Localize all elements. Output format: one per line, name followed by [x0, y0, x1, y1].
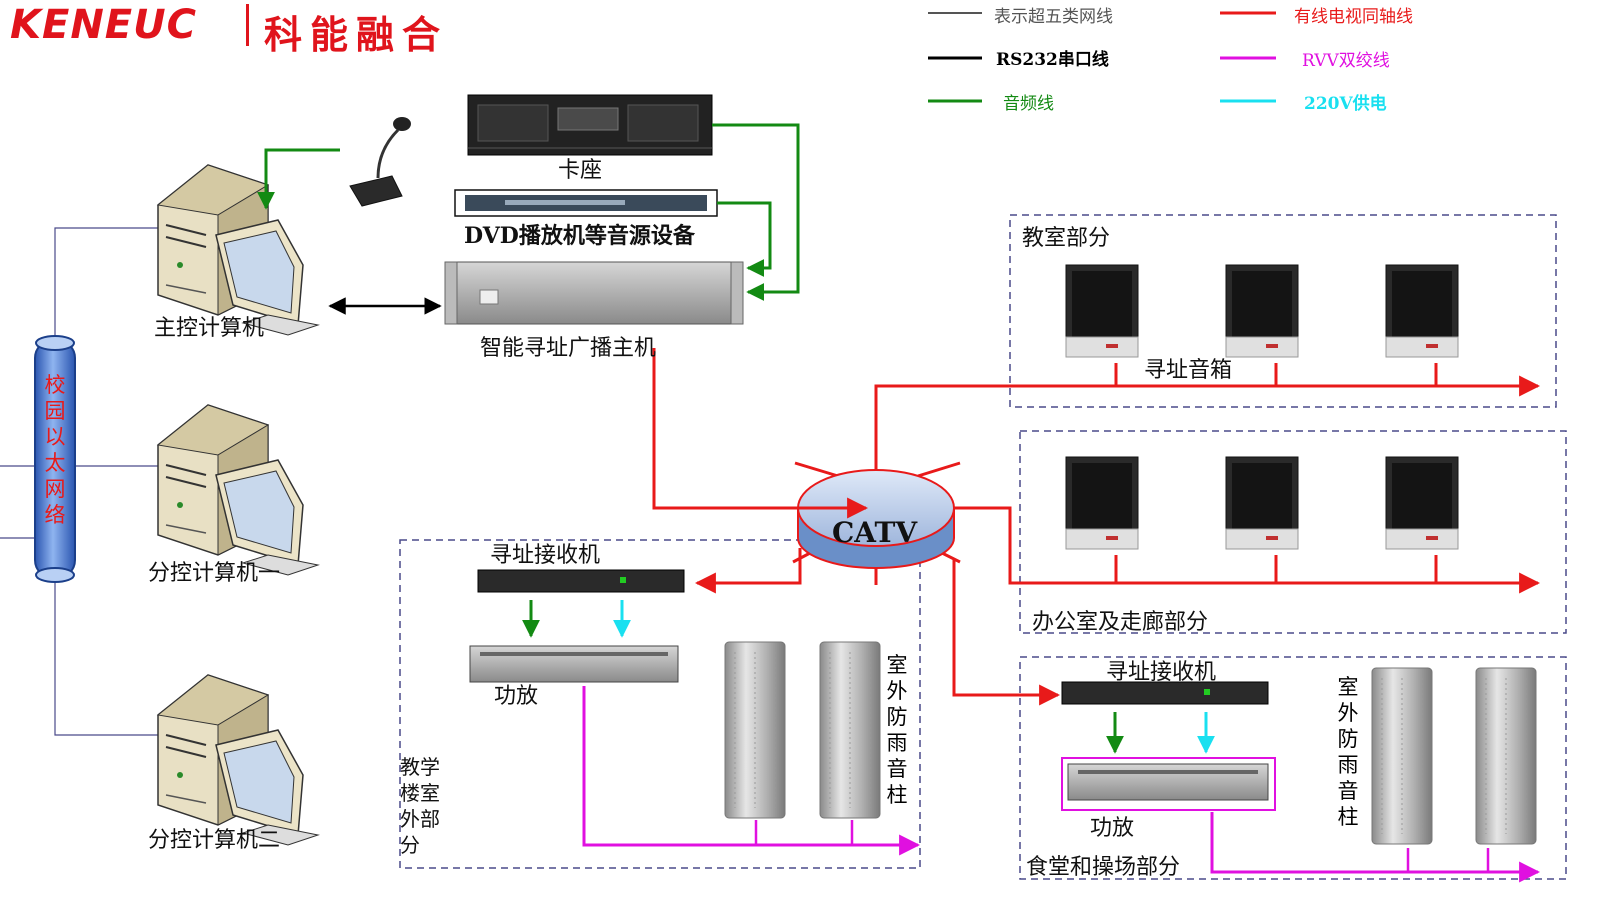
- amplifier-2-icon: [1061, 757, 1276, 811]
- cassette-deck-icon: [467, 94, 713, 156]
- catv-hub-icon: [792, 440, 961, 585]
- legend-label-rvv: RVV双绞线: [1302, 51, 1390, 71]
- cassette-deck-label: 卡座: [558, 158, 603, 183]
- mic-audio-line: [257, 148, 340, 210]
- receiver-1-icon: [477, 569, 685, 593]
- deck-audio-line: [712, 123, 800, 301]
- catv-label: CATV: [832, 516, 918, 549]
- brand-logo-cn: 科能融合: [264, 13, 449, 57]
- ethernet-tube: [34, 335, 76, 583]
- canteen-zone-label: 食堂和操场部分: [1026, 855, 1181, 880]
- address-speaker-label: 寻址音箱: [1144, 358, 1233, 383]
- outdoor-pillar-speaker-icon: [1371, 667, 1433, 845]
- receiver-1-label: 寻址接收机: [490, 543, 601, 568]
- receiver-2-label: 寻址接收机: [1106, 660, 1217, 685]
- outdoor-pillar-2-label: 室外防雨音柱: [1337, 675, 1359, 829]
- amplifier-1-icon: [469, 645, 679, 683]
- address-speaker-icon: [1385, 264, 1459, 358]
- outdoor-pillar-speaker-icon: [819, 641, 881, 819]
- brand-logo-en: KENEUC: [10, 2, 197, 48]
- classroom-zone-label: 教室部分: [1022, 226, 1111, 251]
- coax-lines: [652, 348, 1541, 706]
- address-speaker-icon: [1225, 264, 1299, 358]
- receiver-2-icon: [1061, 681, 1269, 705]
- dvd-label: DVD播放机等音源设备: [464, 223, 695, 249]
- legend-label-audio: 音频线: [1003, 94, 1054, 114]
- sub-computer-2-icon: [157, 674, 319, 846]
- ethernet-label: 校园以太网络: [44, 373, 66, 527]
- teaching-zone-label: 教学楼室外部分: [400, 755, 440, 857]
- broadcast-host-icon: [444, 261, 744, 325]
- amp-2-rvv-line: [1210, 812, 1541, 883]
- office-zone-label: 办公室及走廊部分: [1032, 610, 1209, 635]
- brand-logo-divider: [246, 4, 249, 46]
- address-speaker-icon: [1225, 456, 1299, 550]
- zone-teaching-outdoor: [399, 539, 921, 869]
- dvd-audio-line: [717, 201, 772, 277]
- legend-label-serial: RS232串口线: [996, 50, 1109, 70]
- sub-computer-2-label: 分控计算机二: [148, 828, 281, 853]
- address-speaker-icon: [1385, 456, 1459, 550]
- amplifier-1-label: 功放: [494, 684, 539, 709]
- sub-computer-1-label: 分控计算机一: [148, 561, 281, 586]
- outdoor-pillar-speaker-icon: [724, 641, 786, 819]
- zone-classroom: [1009, 214, 1557, 408]
- legend-label-power: 220V供电: [1304, 94, 1387, 114]
- dvd-player-icon: [454, 189, 718, 217]
- address-speaker-icon: [1065, 456, 1139, 550]
- sub-computer-1-icon: [157, 404, 319, 576]
- main-computer-label: 主控计算机: [154, 316, 265, 341]
- address-speaker-icon: [1065, 264, 1139, 358]
- legend-label-network: 表示超五类网线: [994, 7, 1113, 27]
- microphone-icon: [349, 117, 411, 207]
- amp-1-rvv-line: [582, 686, 921, 856]
- broadcast-host-label: 智能寻址广播主机: [480, 336, 657, 361]
- zone-office: [1019, 430, 1567, 634]
- legend-label-coax: 有线电视同轴线: [1294, 7, 1413, 27]
- outdoor-pillar-speaker-icon: [1475, 667, 1537, 845]
- amplifier-2-label: 功放: [1090, 816, 1135, 841]
- outdoor-pillar-1-label: 室外防雨音柱: [886, 653, 908, 807]
